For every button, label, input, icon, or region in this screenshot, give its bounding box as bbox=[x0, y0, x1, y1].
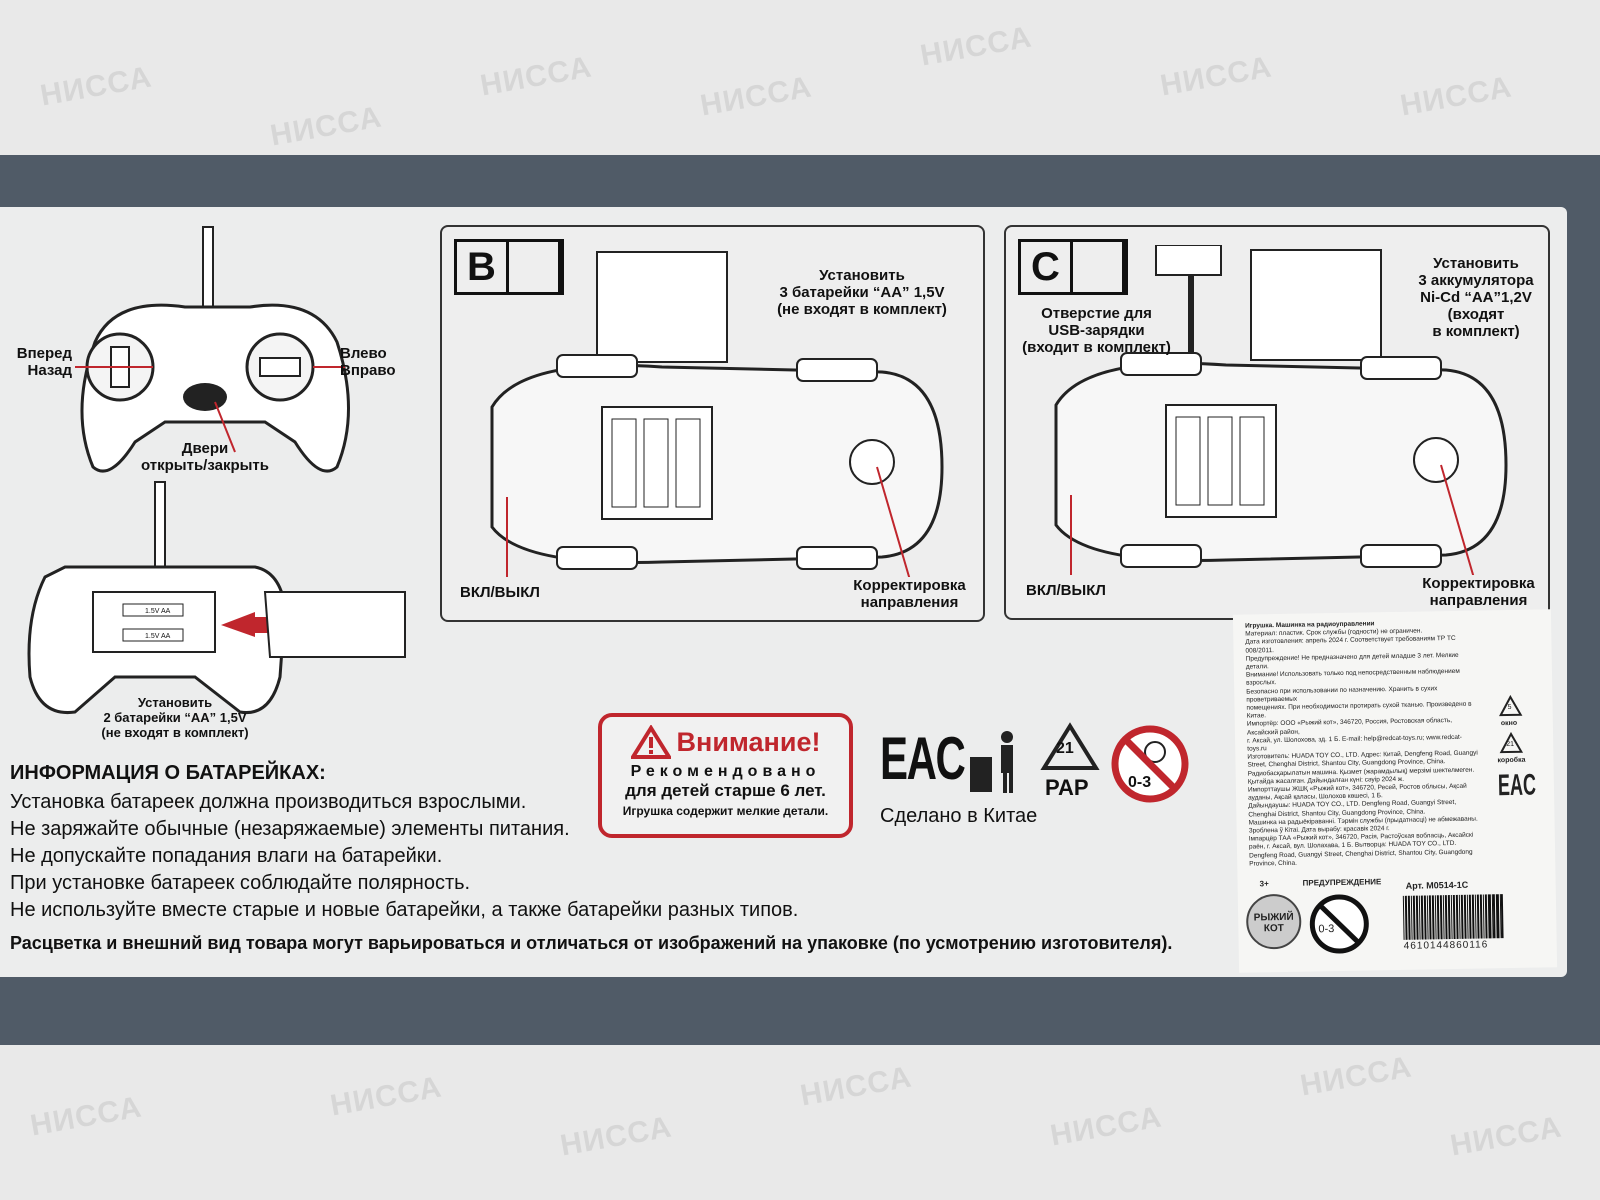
watermark: НИССА bbox=[267, 100, 385, 153]
panel-b-letter: B bbox=[457, 242, 509, 292]
barcode-bar bbox=[1501, 894, 1504, 939]
watermark: НИССА bbox=[1157, 50, 1275, 103]
battery-info-title: ИНФОРМАЦИЯ О БАТАРЕЙКАХ: bbox=[10, 762, 326, 784]
panel-b-letter-blank bbox=[509, 242, 561, 292]
disclaimer: Расцветка и внешний вид товара могут вар… bbox=[10, 933, 1173, 953]
warning-header: Внимание! bbox=[602, 725, 849, 759]
panel-b-steering-label: Корректировка направления bbox=[853, 577, 966, 611]
panel-c-usb-label: Отверстие для USB-зарядки (входит в комп… bbox=[1022, 305, 1171, 356]
product-sticker: Игрушка. Машинка на радиоуправлении Мате… bbox=[1232, 609, 1558, 973]
battery-info: ИНФОРМАЦИЯ О БАТАРЕЙКАХ: Установка батар… bbox=[10, 762, 1172, 957]
panel-b-install-label: Установить 3 батарейки “АА” 1,5V (не вхо… bbox=[777, 267, 947, 318]
watermark: НИССА bbox=[1397, 70, 1515, 123]
battery-label-2: 1.5V AA bbox=[145, 633, 171, 640]
panel-c-letter-box: C bbox=[1018, 239, 1128, 295]
panel-c-install-label: Установить 3 аккумулятора Ni-Cd “АА”1,2V… bbox=[1418, 255, 1534, 340]
watermark: НИССА bbox=[1297, 1050, 1415, 1103]
watermark: НИССА bbox=[477, 50, 595, 103]
forward-back-label: Вперед Назад bbox=[16, 345, 72, 379]
warning-line-2: для детей старше 6 лет. bbox=[625, 781, 826, 800]
battery-info-line: Установка батареек должна производиться … bbox=[10, 791, 527, 813]
recycle-code: PAP bbox=[1045, 775, 1089, 800]
watermark: НИССА bbox=[797, 1060, 915, 1113]
recycle-21-number: 21 bbox=[1506, 740, 1515, 749]
warning-triangle-icon bbox=[630, 725, 671, 759]
warning-line-1: Рекомендовано bbox=[630, 763, 821, 780]
panel-b-letter-box: B bbox=[454, 239, 564, 295]
car-underside-b bbox=[490, 251, 944, 577]
battery-info-line: Не допускайте попадания влаги на батарей… bbox=[10, 845, 443, 867]
panel-c-steering-label: Корректировка направления bbox=[1422, 575, 1535, 609]
sticker-warning: ПРЕДУПРЕЖДЕНИЕ bbox=[1302, 877, 1382, 888]
watermark: НИССА bbox=[1047, 1100, 1165, 1153]
warning-box: Внимание! Рекомендовано для детей старше… bbox=[598, 713, 853, 838]
controller-diagram-top bbox=[75, 226, 350, 473]
sticker-no-under-3-icon bbox=[1309, 894, 1369, 954]
battery-label-1: 1.5V AA bbox=[145, 608, 171, 615]
panel-b: B Установить 3 батарейки “АА” 1,5V (не в… bbox=[440, 225, 985, 622]
box-back-panel: Вперед Назад Влево Вправо Двери открыть/… bbox=[0, 207, 1567, 977]
panel-c-letter-blank bbox=[1073, 242, 1125, 292]
battery-info-line: Не используйте вместе старые и новые бат… bbox=[10, 899, 799, 921]
warning-line-3: Игрушка содержит мелкие детали. bbox=[622, 804, 829, 818]
no-under-3-icon bbox=[1111, 725, 1189, 803]
left-right-label: Влево Вправо bbox=[340, 345, 396, 379]
recycle-5-icon bbox=[1499, 694, 1523, 717]
warning-title: Внимание! bbox=[676, 726, 821, 757]
battery-info-line: При установке батареек соблюдайте полярн… bbox=[10, 872, 471, 894]
made-in-china: Сделано в Китае bbox=[880, 805, 1038, 827]
no-under-3-label: 0-3 bbox=[1128, 774, 1152, 791]
eac-mark: EAC bbox=[880, 725, 966, 792]
watermark: НИССА bbox=[917, 20, 1035, 73]
doors-label: Двери открыть/закрыть bbox=[141, 440, 269, 474]
barcode-number: 4610144860116 bbox=[1403, 939, 1489, 952]
trash-bin-icon bbox=[970, 731, 1013, 793]
sticker-lines: Материал: пластик. Срок службы (годности… bbox=[1245, 627, 1481, 869]
panel-b-on-off-label: ВКЛ/ВЫКЛ bbox=[460, 584, 540, 601]
battery-info-line: Не заряжайте обычные (незаряжаемые) элем… bbox=[10, 818, 570, 840]
panel-c-on-off-label: ВКЛ/ВЫКЛ bbox=[1026, 582, 1106, 599]
watermark: НИССА bbox=[1447, 1110, 1565, 1163]
sticker-text-block: Игрушка. Машинка на радиоуправлении Мате… bbox=[1245, 619, 1481, 869]
brand-logo: РЫЖИЙ КОТ bbox=[1245, 893, 1302, 950]
controller-diagram-bottom bbox=[27, 481, 406, 715]
recycle-21-icon bbox=[1499, 731, 1524, 754]
car-underside-c bbox=[1054, 245, 1508, 575]
watermark: НИССА bbox=[27, 1090, 145, 1143]
sticker-age: 3+ bbox=[1259, 879, 1269, 889]
controller-battery-install-label: Установить 2 батарейки “АА” 1,5V (не вхо… bbox=[101, 695, 249, 740]
recycle-icon bbox=[1040, 722, 1100, 770]
watermark: НИССА bbox=[557, 1110, 675, 1163]
recycle-5-number: 5 bbox=[1507, 703, 1512, 712]
watermark: НИССА bbox=[37, 60, 155, 113]
sticker-article: Арт. M0514-1C bbox=[1405, 879, 1469, 891]
recycle-number: 21 bbox=[1056, 740, 1074, 757]
recycle-5-label: окно bbox=[1500, 719, 1518, 728]
watermark: НИССА bbox=[327, 1070, 445, 1123]
panel-c: C Отверстие для USB-зарядки (входит в ко… bbox=[1004, 225, 1550, 620]
sticker-no-under-3-label: 0-3 bbox=[1318, 923, 1335, 936]
sticker-line: Імпарцёр ТАА «Рыжий кот», 346720, Расія,… bbox=[1248, 831, 1474, 868]
barcode bbox=[1402, 894, 1504, 940]
recycle-21-label: коробка bbox=[1497, 756, 1526, 765]
watermark: НИССА bbox=[697, 70, 815, 123]
panel-c-letter: C bbox=[1021, 242, 1073, 292]
sticker-eac-mark: EAC bbox=[1497, 768, 1537, 803]
